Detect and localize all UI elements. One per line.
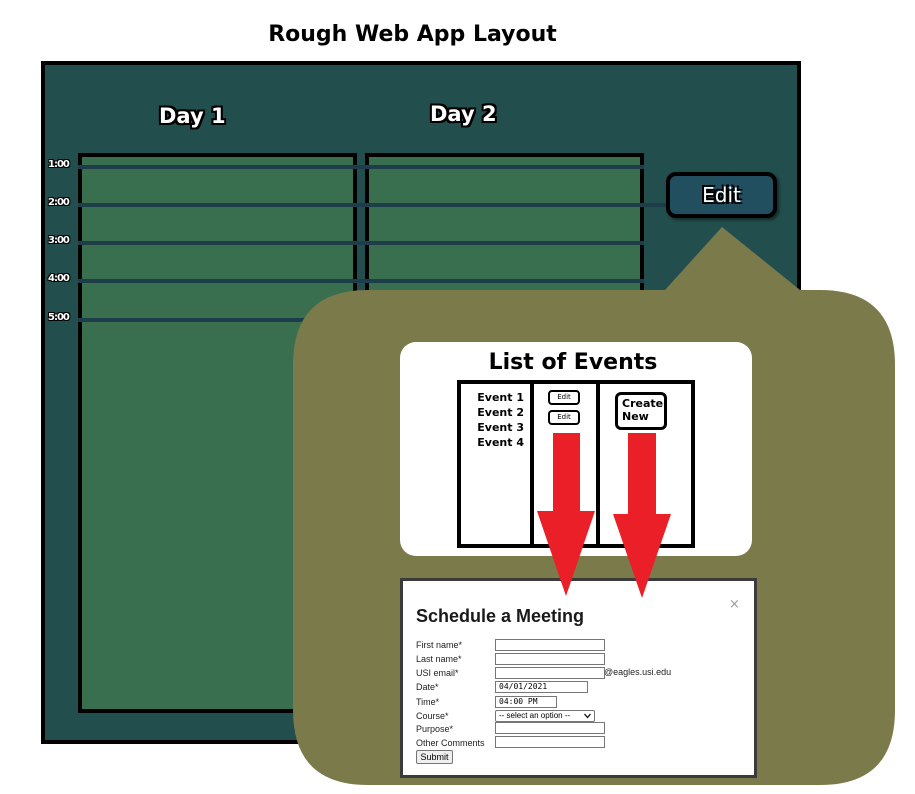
purpose-input[interactable] bbox=[495, 722, 605, 734]
email-label: USI email* bbox=[416, 668, 459, 678]
comments-input[interactable] bbox=[495, 736, 605, 748]
submit-button[interactable]: Submit bbox=[416, 750, 453, 764]
events-title: List of Events bbox=[488, 350, 658, 375]
time-input[interactable]: 04:00 PM bbox=[495, 696, 557, 708]
hour-line bbox=[78, 241, 644, 245]
hour-line bbox=[78, 203, 673, 207]
day-2-label: Day 2 bbox=[430, 102, 497, 126]
hour-line bbox=[78, 279, 644, 283]
event-item[interactable]: Event 1 bbox=[477, 391, 524, 404]
date-input[interactable]: 04/01/2021 bbox=[495, 681, 588, 693]
course-label: Course* bbox=[416, 711, 449, 721]
event-item[interactable]: Event 2 bbox=[477, 406, 524, 419]
event-item[interactable]: Event 4 bbox=[477, 436, 524, 449]
dropdown-chevron-icon bbox=[584, 713, 591, 719]
table-divider bbox=[530, 380, 534, 548]
diagram-title: Rough Web App Layout bbox=[268, 22, 557, 47]
email-domain-suffix: @eagles.usi.edu bbox=[604, 667, 672, 677]
down-arrow-icon bbox=[537, 433, 595, 596]
course-select-value: -- select an option -- bbox=[499, 711, 571, 720]
time-label: 1:00 bbox=[48, 159, 70, 170]
hour-line bbox=[78, 165, 644, 169]
day-1-label: Day 1 bbox=[159, 104, 226, 128]
event-edit-button[interactable]: Edit bbox=[548, 390, 580, 405]
time-label: 4:00 bbox=[48, 273, 70, 284]
edit-button[interactable]: Edit bbox=[666, 172, 777, 218]
create-new-label-line2: New bbox=[622, 410, 649, 423]
create-new-label-line1: Create bbox=[622, 397, 664, 410]
time-label: Time* bbox=[416, 697, 440, 707]
time-label: 2:00 bbox=[48, 197, 70, 208]
down-arrow-icon bbox=[613, 433, 671, 598]
time-label: 5:00 bbox=[48, 312, 70, 323]
purpose-label: Purpose* bbox=[416, 724, 454, 734]
time-label: 3:00 bbox=[48, 235, 70, 246]
event-edit-button[interactable]: Edit bbox=[548, 410, 580, 425]
event-item[interactable]: Event 3 bbox=[477, 421, 524, 434]
table-divider bbox=[596, 380, 600, 548]
last-name-label: Last name* bbox=[416, 654, 462, 664]
email-input[interactable] bbox=[495, 667, 605, 679]
form-heading: Schedule a Meeting bbox=[416, 606, 585, 626]
create-new-button[interactable]: Create New bbox=[615, 392, 667, 430]
close-icon[interactable]: × bbox=[729, 597, 740, 612]
first-name-label: First name* bbox=[416, 640, 463, 650]
course-select[interactable]: -- select an option -- bbox=[495, 710, 595, 722]
last-name-input[interactable] bbox=[495, 653, 605, 665]
date-label: Date* bbox=[416, 682, 439, 692]
comments-label: Other Comments bbox=[416, 738, 485, 748]
first-name-input[interactable] bbox=[495, 639, 605, 651]
